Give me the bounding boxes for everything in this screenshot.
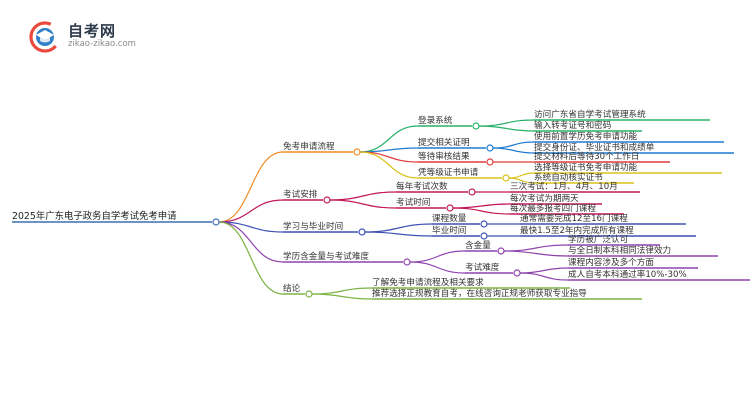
branch-0-child-1-leaf-1-label: 提交身份证、毕业证书和成绩单 (534, 141, 655, 153)
branch-2-child-1-leaf-0-label: 最快1.5至2年内完成所有课程 (520, 224, 634, 236)
branch-1-child-0-toggle[interactable] (468, 188, 476, 196)
branch-1-child-1-leaf-0-label: 每次考试为期两天 (510, 192, 579, 204)
branch-0-child-1-leaf-1-edge (492, 147, 535, 154)
branch-3-child-1-label: 考试难度 (465, 261, 500, 273)
branch-3-child-1-leaf-0-edge (519, 267, 569, 274)
branch-3-child-0-leaf-0-edge (503, 244, 569, 252)
branch-3-child-0-leaf-0-label: 学历被广泛认可 (568, 233, 629, 245)
branch-1-child-1-leaf-0-edge (452, 203, 511, 209)
branch-0-child-3-label: 凭等级证书申请 (418, 166, 479, 178)
branch-0-child-0-label: 登录系统 (418, 114, 453, 126)
branch-2-toggle[interactable] (358, 228, 366, 236)
branch-2-child-1-toggle[interactable] (480, 232, 488, 240)
branch-0-child-1-leaf-0-edge (492, 141, 535, 149)
branch-3-child-1-toggle[interactable] (513, 269, 521, 277)
branch-0-toggle[interactable] (353, 148, 361, 156)
branch-4-label: 结论 (283, 282, 301, 294)
branch-4-toggle[interactable] (305, 290, 313, 298)
branch-1-label: 考试安排 (283, 188, 318, 200)
branch-0-child-0-leaf-0-label: 访问广东省自学考试管理系统 (534, 108, 646, 120)
branch-1-edge (218, 199, 284, 223)
branch-0-label: 免考申请流程 (283, 140, 335, 152)
branch-4-child-1-label: 推荐选择正规教育自考，在线咨询正规老师获取专业指导 (372, 287, 587, 299)
branch-0-child-1-edge (359, 147, 419, 153)
branch-2-child-1-label: 毕业时间 (432, 224, 466, 236)
branch-1-child-1-edge (329, 199, 397, 209)
branch-4-edge (218, 221, 284, 295)
site-logo[interactable]: 自考网 zikao-zikao.com (28, 20, 178, 56)
branch-3-label: 学历含金量与考试难度 (283, 250, 369, 262)
branch-0-child-0-leaf-1-label: 输入转考证号和密码 (534, 119, 612, 131)
branch-2-label: 学习与毕业时间 (283, 220, 343, 232)
branch-4-child-1-edge (311, 293, 373, 300)
branch-3-toggle[interactable] (403, 258, 411, 266)
branch-3-child-0-leaf-1-label: 与全日制本科相同法律效力 (568, 244, 671, 256)
branch-2-child-1-edge (364, 231, 433, 237)
mind-map-nodes: 2025年广东电子政务自学考试免考申请 免考申请流程 登录系统 访问广东省自学考试管理… (12, 108, 750, 300)
branch-2-child-0-toggle[interactable] (480, 220, 488, 228)
branch-0-child-2-label: 等待审核结果 (418, 150, 470, 162)
branch-2-edge (218, 221, 284, 233)
branch-4-child-0-edge (311, 287, 373, 295)
graduation-cap-icon (29, 21, 61, 53)
branch-0-child-0-leaf-1-edge (478, 125, 535, 132)
mind-map-edges (218, 119, 569, 300)
branch-2-child-0-edge (364, 223, 433, 233)
branch-1-child-0-label: 每年考试次数 (396, 180, 448, 192)
branch-3-child-1-leaf-0-label: 课程内容涉及多个方面 (568, 256, 654, 268)
branch-0-child-3-leaf-0-label: 选择等级证书免考申请功能 (534, 161, 638, 173)
branch-1-child-1-toggle[interactable] (446, 204, 454, 212)
branch-3-child-0-edge (409, 250, 466, 263)
branch-4-child-0-label: 了解免考申请流程及相关要求 (372, 276, 484, 288)
branch-3-child-1-edge (409, 261, 466, 274)
branch-0-edge (218, 151, 284, 223)
branch-3-child-0-leaf-1-edge (503, 250, 569, 257)
branch-2-child-0-label: 课程数量 (432, 212, 467, 224)
branch-0-child-2-leaf-0-label: 提交材料后等待30个工作日 (534, 150, 639, 162)
root-topic-label: 2025年广东电子政务自学考试免考申请 (12, 210, 177, 222)
branch-1-child-0-edge (329, 191, 397, 201)
branch-3-child-0-toggle[interactable] (497, 247, 505, 255)
logo-subtitle: zikao-zikao.com (68, 39, 136, 49)
branch-0-child-3-leaf-1-edge (508, 177, 535, 184)
branch-0-child-1-label: 提交相关证明 (418, 136, 470, 148)
branch-0-child-1-toggle[interactable] (486, 144, 494, 152)
branch-0-child-1-leaf-0-label: 使用前置学历免考申请功能 (534, 130, 638, 142)
root-topic-toggle[interactable] (212, 218, 220, 226)
branch-1-child-1-leaf-1-edge (452, 207, 511, 215)
branch-0-child-0-toggle[interactable] (472, 122, 480, 130)
branch-1-child-1-label: 考试时间 (396, 196, 430, 208)
branch-2-child-0-leaf-0-label: 通常需要完成12至16门课程 (520, 212, 628, 224)
branch-3-child-1-leaf-1-edge (519, 272, 569, 281)
branch-3-edge (218, 221, 284, 263)
branch-3-child-1-leaf-1-label: 成人自考本科通过率10%-30% (568, 268, 687, 280)
branch-0-child-3-edge (359, 151, 419, 179)
branch-0-child-3-leaf-0-edge (508, 172, 535, 179)
branch-1-child-0-leaf-0-label: 三次考试：1月、4月、10月 (510, 180, 618, 192)
branch-0-child-0-leaf-0-edge (478, 119, 535, 127)
branch-0-child-3-toggle[interactable] (502, 174, 510, 182)
branch-1-child-1-leaf-1-label: 每次最多报考四门课程 (510, 202, 596, 214)
branch-3-child-0-label: 含金量 (465, 239, 491, 251)
branch-1-toggle[interactable] (323, 196, 331, 204)
branch-0-child-3-leaf-1-label: 系统自动核实证书 (534, 171, 603, 183)
branch-0-child-2-toggle[interactable] (486, 158, 494, 166)
logo-title: 自考网 (68, 22, 117, 40)
